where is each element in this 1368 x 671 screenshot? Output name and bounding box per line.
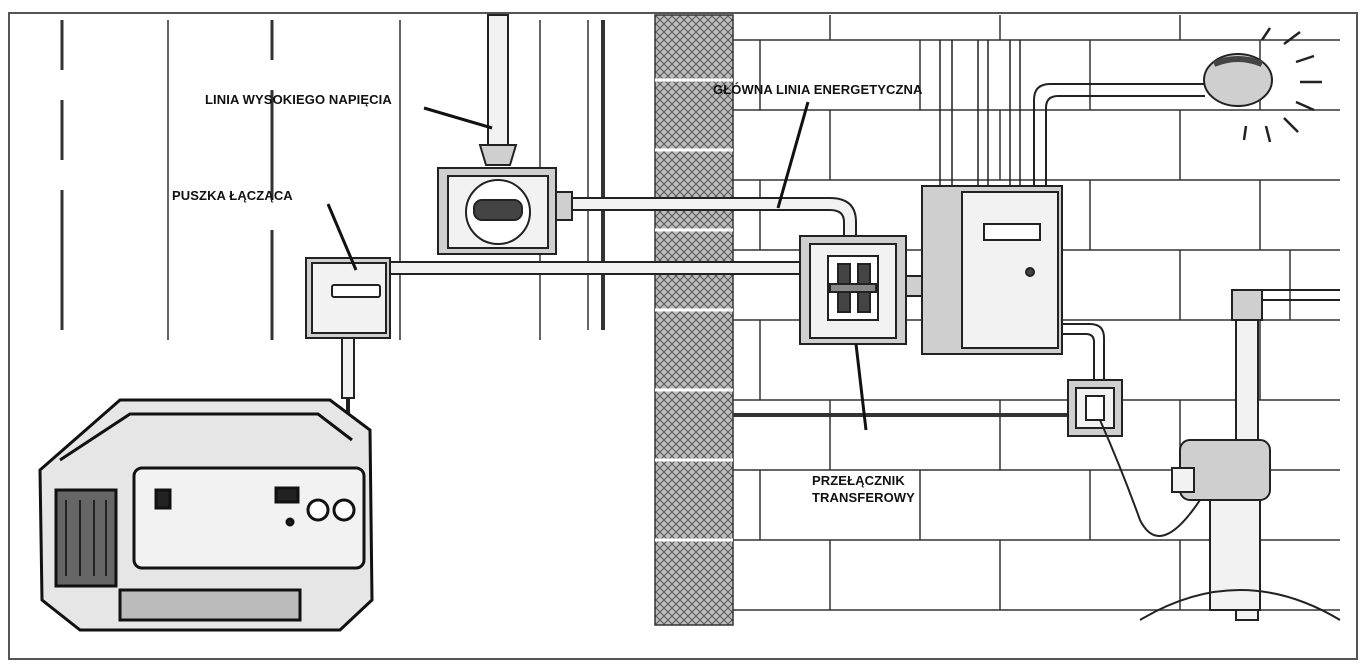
junction-to-switch-conduit bbox=[389, 261, 803, 275]
transfer-switch bbox=[799, 235, 931, 345]
transfer-switch-leader bbox=[854, 343, 868, 431]
main-power-line-label: GŁÓWNA LINIA ENERGETYCZNA bbox=[713, 82, 923, 97]
label-leaders bbox=[326, 101, 868, 431]
lamp-rays bbox=[1242, 27, 1322, 143]
electric-meter bbox=[437, 167, 573, 255]
wall-outlet bbox=[1067, 379, 1123, 437]
transfer-switch-label-line1: PRZEŁĄCZNIK bbox=[812, 473, 905, 488]
panel-to-outlet-conduit bbox=[1062, 323, 1105, 384]
main-power-leader bbox=[776, 101, 810, 209]
transfer-switch-label-line2: TRANSFEROWY bbox=[812, 490, 915, 505]
junction-box-leader bbox=[326, 203, 358, 271]
junction-box bbox=[305, 257, 391, 399]
junction-box-label: PUSZKA ŁĄCZĄCA bbox=[172, 188, 293, 203]
wall-lamp bbox=[1033, 53, 1273, 186]
high-voltage-leader bbox=[423, 106, 493, 130]
outlet-cable bbox=[1099, 419, 1201, 537]
portable-generator bbox=[38, 398, 374, 632]
high-voltage-line-label: LINIA WYSOKIEGO NAPIĘCIA bbox=[205, 92, 392, 107]
high-voltage-conduit bbox=[478, 14, 518, 166]
brick-wall bbox=[733, 15, 1340, 611]
water-pump bbox=[1139, 289, 1341, 621]
distribution-panel bbox=[921, 40, 1063, 355]
brick-pillar bbox=[654, 14, 734, 626]
